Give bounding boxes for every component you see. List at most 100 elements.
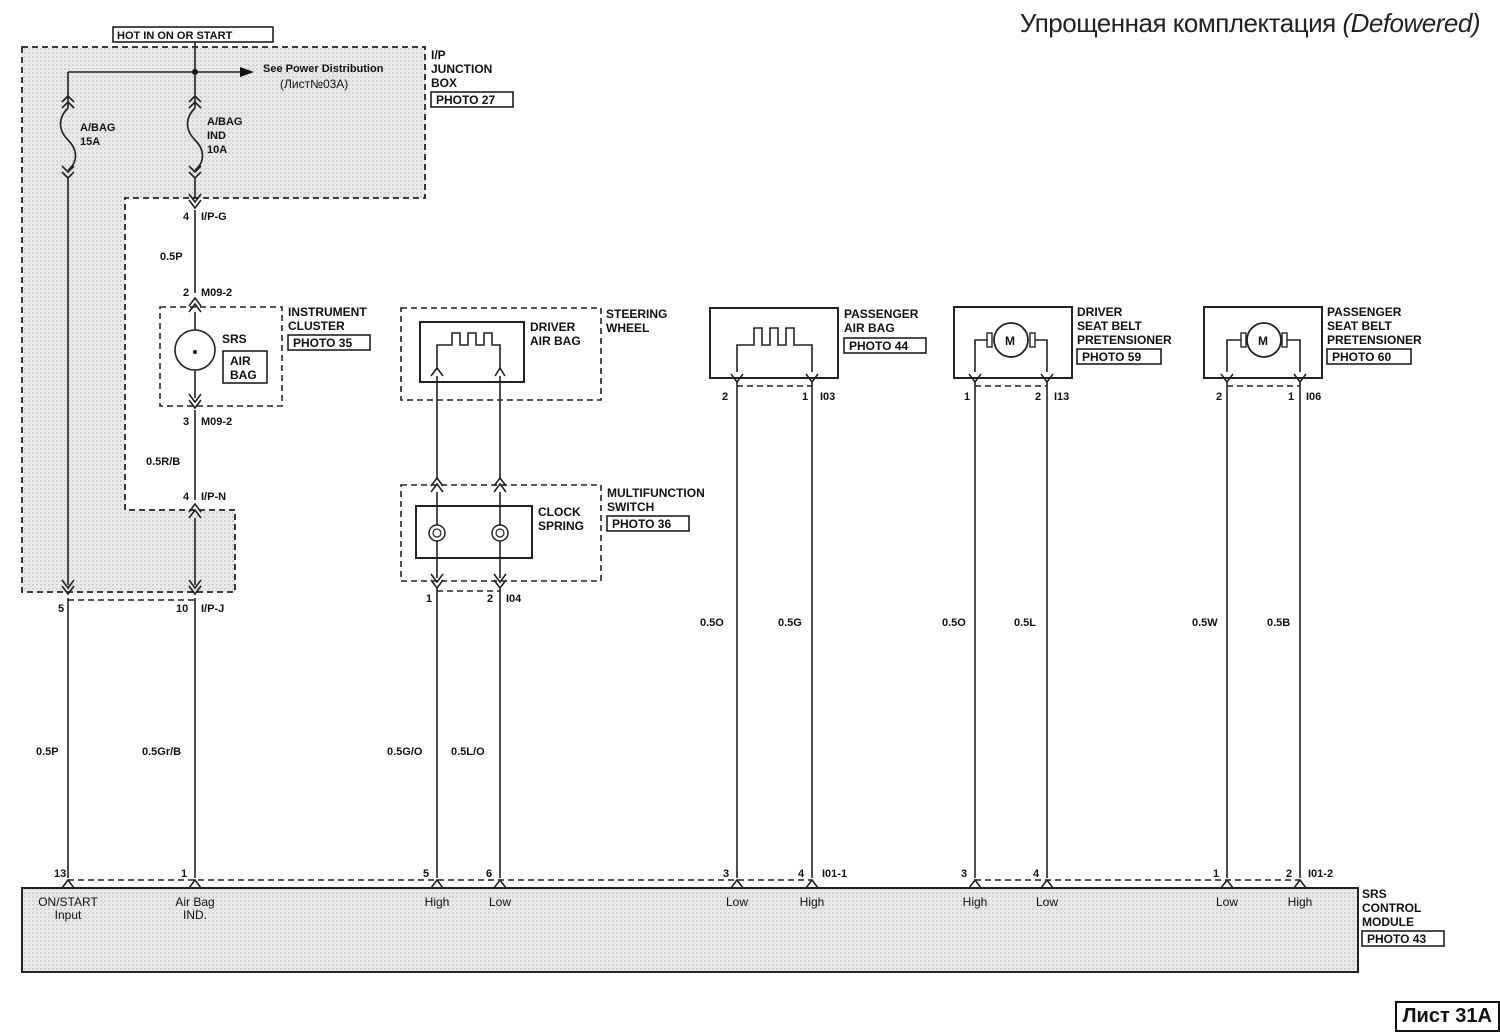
hot-label: HOT IN ON OR START — [117, 30, 233, 42]
ipg-name: I/P-G — [201, 211, 227, 223]
passenger-airbag-photo-frame — [843, 337, 927, 354]
lamp-filament-icon — [193, 350, 197, 354]
airbag-indicator-line2: BAG — [230, 368, 257, 382]
sheet-number: Лист 31A — [1394, 1001, 1500, 1032]
cluster-name-1: INSTRUMENT — [288, 305, 367, 319]
i01-1-name: I01-1 — [822, 868, 847, 880]
driver-airbag-box — [419, 321, 525, 383]
pretensioner-leads — [1226, 339, 1301, 372]
srs-pin-number: 1 — [1213, 868, 1219, 880]
srs-pin-label: Low — [1216, 895, 1238, 909]
srs-pin-label: High — [963, 895, 988, 909]
srs-pin-number: 5 — [423, 868, 429, 880]
i03-pin-a: 2 — [722, 391, 728, 403]
wire-label-dsb-0-5l: 0.5L — [1014, 617, 1036, 629]
driver-pretensioner-name-1: DRIVER — [1077, 305, 1123, 319]
m09-top-pin: 2 — [183, 287, 189, 299]
power-distribution-ref: (Лист№03A) — [280, 77, 348, 91]
fuse-2-name: A/BAG — [207, 116, 242, 128]
fuse-2-rating: 10A — [207, 144, 227, 156]
junction-box-outline — [21, 46, 426, 593]
i04-pin-a: 1 — [426, 593, 432, 605]
srs-pin-label: Low — [489, 895, 511, 909]
i03-name: I03 — [820, 391, 835, 403]
srs-pin-label: Low — [1036, 895, 1058, 909]
cluster-photo-frame — [287, 334, 371, 351]
m09-bot-pin: 3 — [183, 416, 189, 428]
squib-icon — [436, 332, 501, 370]
wire-label-psb-0-5w: 0.5W — [1192, 617, 1218, 629]
multifunction-name-1: MULTIFUNCTION — [607, 486, 705, 500]
m09-bot-name: M09-2 — [201, 416, 232, 428]
passenger-airbag-name-1: PASSENGER — [844, 307, 919, 321]
passenger-pretensioner-name-3: PRETENSIONER — [1327, 333, 1422, 347]
passenger-pretensioner-photo-frame — [1326, 348, 1412, 365]
coil-inner-icon — [495, 528, 505, 538]
wire-label-0-5p: 0.5P — [36, 746, 59, 758]
wire-label-dsb-0-5o: 0.5O — [942, 617, 966, 629]
i13-pin-a: 1 — [964, 391, 970, 403]
motor-brush-icon — [1240, 332, 1247, 348]
srs-pin-label: Air Bag — [175, 895, 214, 909]
connector-chevron-icon — [430, 476, 507, 493]
srs-pin-terminal-icon — [730, 878, 744, 889]
clock-spring-name-1: CLOCK — [538, 505, 581, 519]
srs-pin-terminal-icon — [430, 878, 444, 889]
srs-pin-terminal-icon — [61, 878, 75, 889]
connector-chevron-icon — [430, 366, 506, 377]
junction-box-name-3: BOX — [431, 76, 457, 90]
srs-pin-number: 4 — [1033, 868, 1040, 880]
motor-brush-icon — [1281, 332, 1288, 348]
srs-pin-terminal-icon — [493, 878, 507, 889]
cluster-srs-label: SRS — [222, 332, 247, 346]
srs-pin-number: 3 — [723, 868, 729, 880]
title-variant: (Defowered) — [1342, 8, 1480, 38]
ipn-pin: 4 — [183, 491, 190, 503]
srs-pin-terminal-icon — [1040, 878, 1054, 889]
srs-pin-terminal-icon — [805, 878, 819, 889]
driver-pretensioner-name-2: SEAT BELT — [1077, 319, 1143, 333]
srs-pin-number: 4 — [798, 868, 805, 880]
cluster-name-2: CLUSTER — [288, 319, 345, 333]
srs-pin-number: 1 — [181, 868, 187, 880]
srs-module-name-1: SRS — [1362, 887, 1387, 901]
page-title: Упрощенная комплектация (Defowered) — [1019, 8, 1481, 39]
i06-pin-b: 1 — [1288, 391, 1294, 403]
multifunction-name-2: SWITCH — [607, 500, 654, 514]
junction-box-photo: PHOTO 27 — [436, 93, 495, 107]
hot-label-frame — [112, 26, 274, 43]
connector-chevron-icon — [188, 193, 202, 210]
srs-pin-terminal-icon — [1293, 878, 1307, 889]
i06-pin-a: 2 — [1216, 391, 1222, 403]
multifunction-photo-frame — [606, 515, 690, 532]
motor-brush-icon — [1029, 332, 1036, 348]
srs-pin-terminal-icon — [1220, 878, 1234, 889]
clock-spring-name-2: SPRING — [538, 519, 584, 533]
connector-chevron-icon — [188, 502, 202, 519]
srs-pin-terminal-icon — [968, 878, 982, 889]
srs-module-photo-frame — [1361, 930, 1445, 947]
passenger-pretensioner-name-1: PASSENGER — [1327, 305, 1402, 319]
passenger-airbag-box — [709, 307, 839, 379]
title-main: Упрощенная комплектация — [1019, 8, 1336, 38]
clock-spring-box — [415, 505, 533, 559]
steering-wheel-name-1: STEERING — [606, 307, 667, 321]
ipj-pin-a: 5 — [58, 603, 64, 615]
srs-pin-label: High — [425, 895, 450, 909]
instrument-cluster-outline — [159, 306, 283, 407]
srs-pin-terminal-icon — [188, 878, 202, 889]
wire-label-0-5p-top: 0.5P — [160, 251, 183, 263]
srs-pin-label: High — [1288, 895, 1313, 909]
srs-pin-label: ON/START — [38, 895, 98, 909]
i01-2-name: I01-2 — [1308, 868, 1333, 880]
ipn-name: I/P-N — [201, 491, 226, 503]
i03-pin-b: 1 — [802, 391, 808, 403]
coil-inner-icon — [432, 528, 442, 538]
fuse-1-rating: 15A — [80, 136, 100, 148]
srs-pin-label: Low — [726, 895, 748, 909]
i13-name: I13 — [1054, 391, 1069, 403]
multifunction-photo: PHOTO 36 — [612, 517, 671, 531]
m09-top-name: M09-2 — [201, 287, 232, 299]
